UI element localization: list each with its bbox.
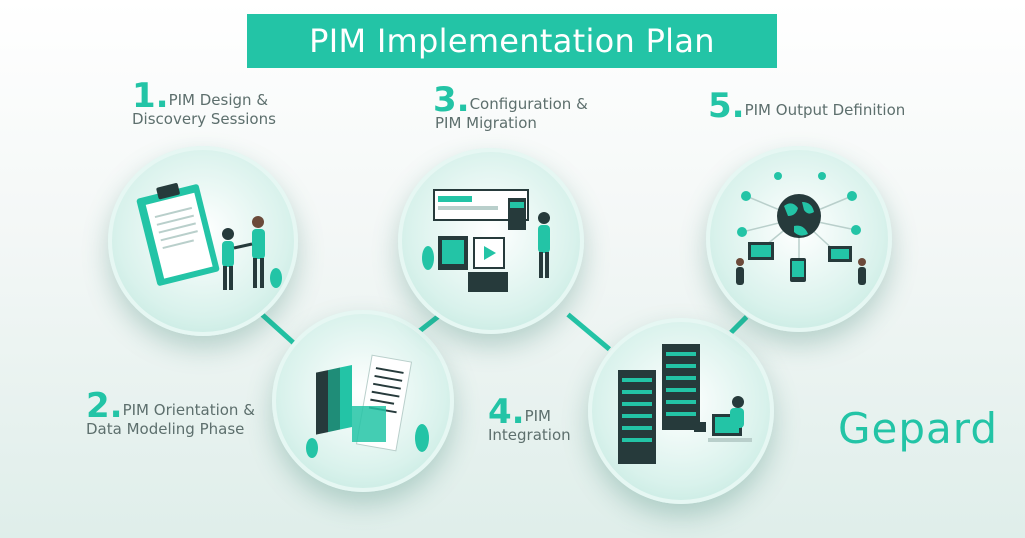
step-5-line1: PIM Output Definition	[744, 101, 906, 119]
step-5-label: 5.PIM Output Definition	[708, 86, 906, 126]
step-4-line2: Integration	[488, 426, 571, 444]
step-2-number: 2.	[86, 386, 123, 426]
step-3-line1: Configuration &	[469, 95, 588, 113]
page-title: PIM Implementation Plan	[309, 22, 715, 60]
clipboard-handshake-illustration	[136, 183, 282, 290]
step-1-number: 1.	[132, 76, 169, 116]
step-4-line1: PIM	[524, 407, 551, 425]
gepard-logo: Gepard	[838, 404, 998, 453]
step-3-circle	[398, 148, 584, 334]
step-3-label: 3.Configuration & PIM Migration	[433, 80, 588, 133]
step-2-label: 2.PIM Orientation & Data Modeling Phase	[86, 386, 255, 439]
step-4-circle	[588, 318, 774, 504]
server-integration-illustration	[618, 344, 752, 464]
documents-folder-illustration	[306, 354, 429, 458]
step-2-line2: Data Modeling Phase	[86, 420, 245, 438]
step-5-circle	[706, 146, 892, 332]
step-4-number: 4.	[488, 392, 525, 432]
step-1-circle	[108, 146, 298, 336]
step-5-number: 5.	[708, 86, 745, 126]
step-3-number: 3.	[433, 80, 470, 120]
step-1-line1: PIM Design &	[168, 91, 269, 109]
step-2-circle	[272, 310, 454, 492]
step-4-label: 4.PIM Integration	[488, 392, 571, 445]
configuration-migration-illustration	[422, 189, 550, 292]
title-banner: PIM Implementation Plan	[247, 14, 777, 68]
step-3-line2: PIM Migration	[435, 114, 537, 132]
global-network-illustration	[736, 172, 866, 285]
step-1-line2: Discovery Sessions	[132, 110, 276, 128]
step-2-line1: PIM Orientation &	[122, 401, 255, 419]
step-1-label: 1.PIM Design & Discovery Sessions	[132, 76, 276, 129]
